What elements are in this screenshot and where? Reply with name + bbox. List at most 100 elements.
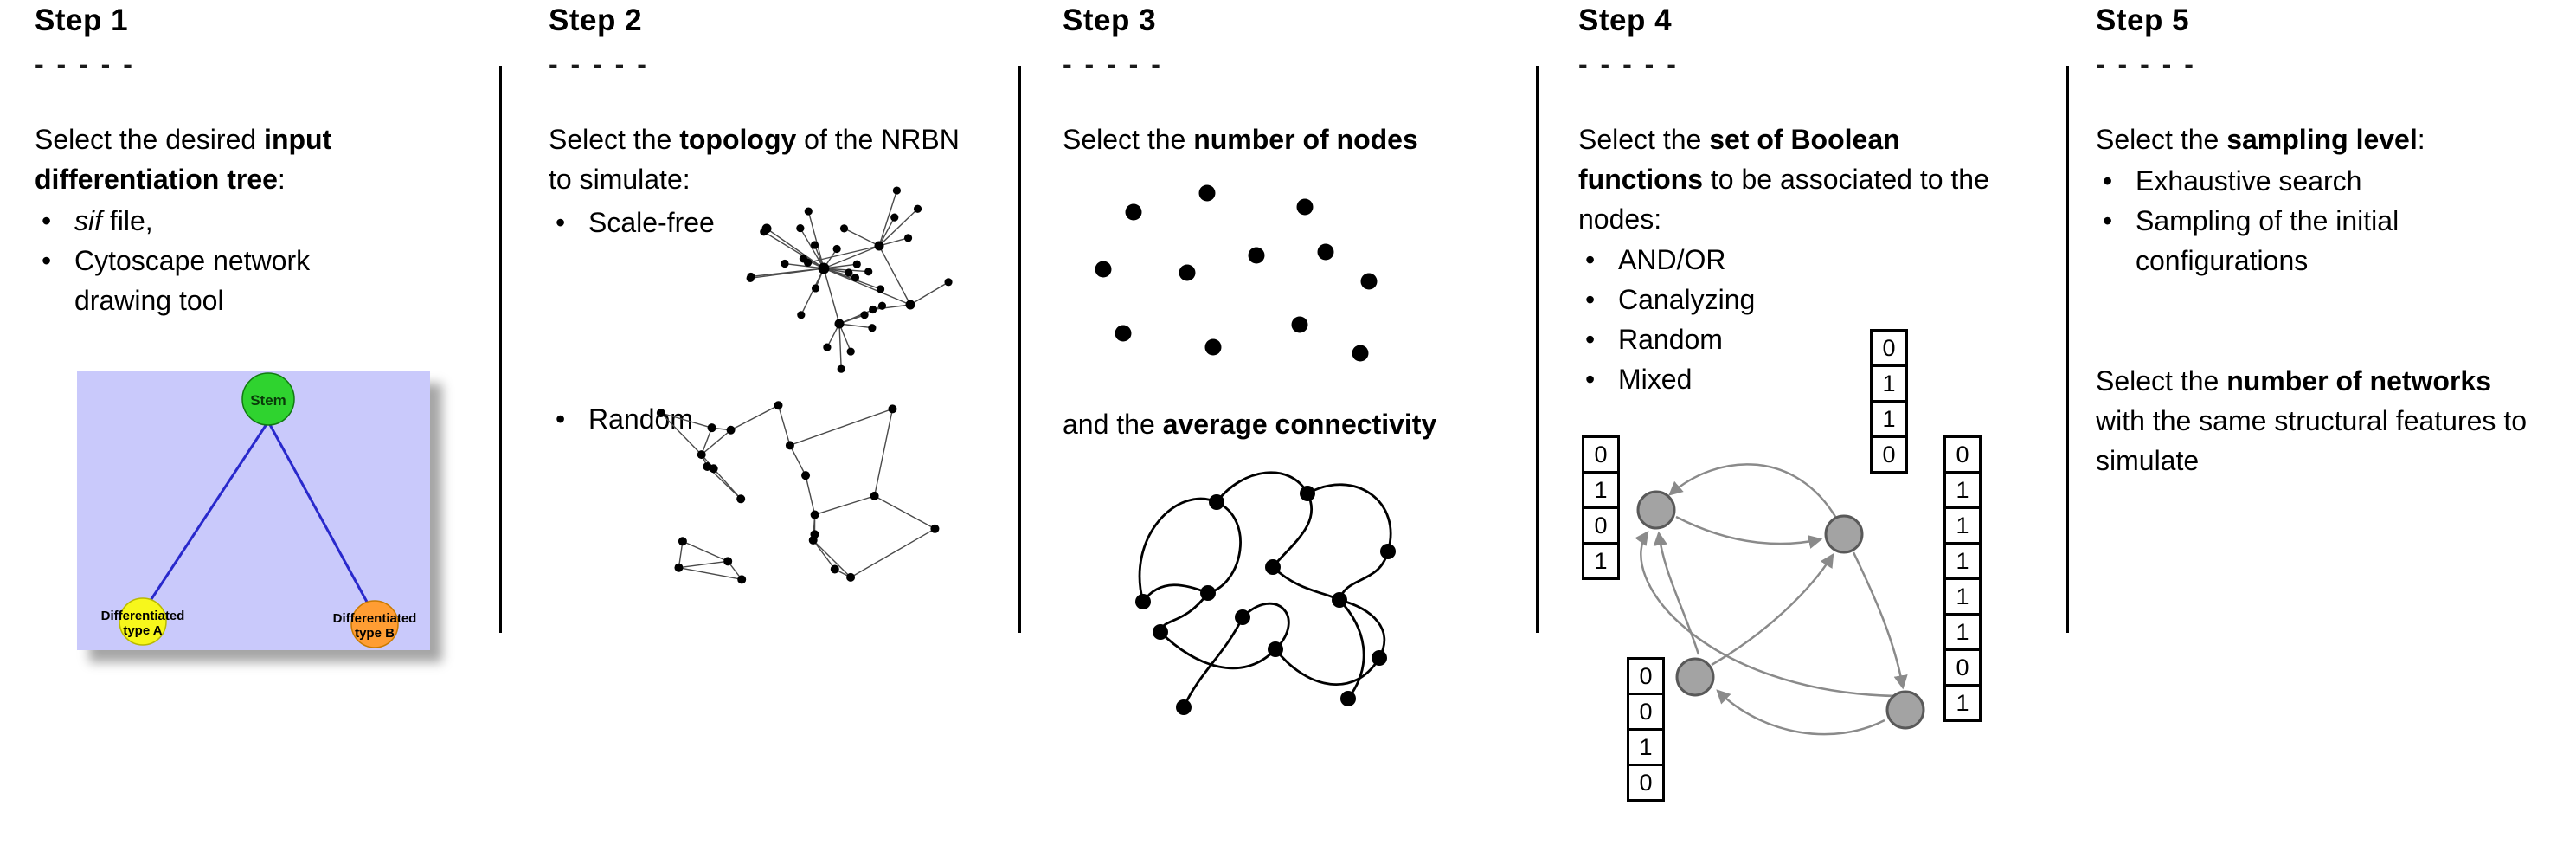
edge-arrow — [1716, 689, 1885, 736]
intro-bold: sampling level — [2226, 124, 2418, 155]
step-2-intro: Select the topology of the NRBN to simul… — [549, 119, 964, 199]
step-3-intro-2: and the average connectivity — [1063, 404, 1547, 444]
step-2-column: Step 2 - - - - - Select the topology of … — [549, 0, 1016, 851]
connectivity-network-illustration — [1113, 455, 1435, 727]
edge-arrow — [1635, 531, 1898, 698]
truth-table-cell: 0 — [1943, 648, 1982, 687]
intro-bold: average connectivity — [1162, 409, 1437, 440]
truth-table-cell: 1 — [1870, 400, 1908, 438]
network-node — [1824, 514, 1864, 554]
bullet-cytoscape: Cytoscape network drawing tool — [35, 241, 363, 320]
edge-arrow — [1852, 551, 1908, 690]
column-divider-4 — [2066, 66, 2069, 633]
bullet-text: Canalyzing — [1618, 284, 1756, 315]
column-divider-2 — [1018, 66, 1021, 633]
type-a-node — [119, 597, 167, 646]
step-5-underline: - - - - - — [2096, 48, 2196, 80]
step-5-column: Step 5 - - - - - Select the sampling lev… — [2096, 0, 2554, 851]
truth-table-cell: 0 — [1627, 764, 1665, 802]
step-5-intro: Select the sampling level: — [2096, 119, 2528, 159]
edge-arrow — [1653, 531, 1700, 655]
truth-table-cell: 1 — [1943, 506, 1982, 545]
step-4-intro: Select the set of Boolean functions to b… — [1578, 119, 1994, 239]
truth-table-cell: 1 — [1582, 542, 1620, 580]
column-divider-1 — [499, 66, 502, 633]
stem-label: Stem — [250, 392, 286, 409]
edge-arrow — [1668, 463, 1839, 520]
intro-post: to be associated to the nodes: — [1578, 164, 1989, 235]
edge-arrow — [1675, 515, 1823, 549]
truth-table-cell: 0 — [1627, 657, 1665, 695]
truth-table-cell: 1 — [1943, 577, 1982, 616]
bullet-sampling-initial-configurations: Sampling of the initial configurations — [2096, 201, 2468, 280]
bullet-text: Mixed — [1618, 364, 1693, 395]
step-5-header: Step 5 — [2096, 3, 2190, 37]
intro-bold: topology — [679, 124, 797, 155]
type-a-label-line2: type A — [123, 623, 162, 638]
truth-table-cell: 1 — [1943, 684, 1982, 722]
truth-table-cell: 0 — [1943, 435, 1982, 474]
bullet-and-or: AND/OR — [1578, 240, 1924, 280]
bullet-text: Scale-free — [588, 207, 715, 238]
bullet-text: Exhaustive search — [2136, 165, 2362, 197]
intro-pre: Select the — [1063, 124, 1194, 155]
intro-bold: set of Boolean functions — [1578, 124, 1900, 195]
type-b-label-line2: type B — [355, 626, 395, 641]
bullet-italic: sif — [74, 205, 102, 236]
truth-table-cell: 0 — [1870, 435, 1908, 474]
intro-bold: number of networks — [2226, 365, 2492, 396]
truth-table-cell: 0 — [1627, 693, 1665, 731]
bullet-scale-free: Scale-free — [549, 203, 860, 242]
intro-pre: Select the — [2096, 124, 2227, 155]
column-divider-3 — [1536, 66, 1539, 633]
type-b-label-line1: Differentiated — [333, 611, 417, 626]
bullet-text: Sampling of the initial configurations — [2136, 205, 2399, 276]
step-3-intro: Select the number of nodes — [1063, 119, 1547, 159]
truth-table-cell: 1 — [1943, 613, 1982, 651]
scale-free-network-illustration — [692, 166, 971, 381]
truth-table-cell: 0 — [1582, 506, 1620, 545]
type-b-node — [350, 600, 399, 648]
boolean-network-graph — [1635, 463, 1925, 736]
intro-pre: Select the — [2096, 365, 2227, 396]
truth-table-cell: 1 — [1627, 728, 1665, 766]
truth-table-cell: 1 — [1582, 471, 1620, 509]
step-4-column: Step 4 - - - - - Select the set of Boole… — [1578, 0, 2046, 851]
bullet-random-functions: Random — [1578, 319, 1924, 359]
intro-post: of the NRBN to simulate: — [549, 124, 960, 195]
bullet-exhaustive-search: Exhaustive search — [2096, 161, 2494, 201]
random-network-illustration — [646, 390, 954, 596]
differentiation-tree-panel: Stem Differentiated type A Differentiate… — [77, 371, 430, 650]
intro-pre: Select the — [549, 124, 680, 155]
intro-bold: number of nodes — [1193, 124, 1418, 155]
step-1-header: Step 1 — [35, 3, 129, 37]
intro-pre: Select the desired — [35, 124, 265, 155]
tree-edge-left — [148, 421, 270, 603]
truth-table-cell: 0 — [1582, 435, 1620, 474]
truth-table-cell: 1 — [1870, 364, 1908, 403]
differentiation-tree-graphic: Stem Differentiated type A Differentiate… — [77, 371, 430, 650]
bullet-mixed: Mixed — [1578, 359, 1924, 399]
step-4-underline: - - - - - — [1578, 48, 1679, 80]
edge-arrow — [1711, 552, 1834, 667]
network-node — [1636, 490, 1676, 530]
intro-pre: Select the — [1578, 124, 1710, 155]
step-5-intro-2: Select the number of networks with the s… — [2096, 361, 2528, 480]
step-1-underline: - - - - - — [35, 48, 135, 80]
truth-table-cell: 1 — [1943, 471, 1982, 509]
network-node — [1675, 657, 1715, 697]
intro-pre: and the — [1063, 409, 1163, 440]
intro-post: : — [277, 164, 286, 195]
node-scatter-illustration — [1082, 176, 1384, 399]
bullet-text: Random — [588, 403, 693, 435]
bullet-text: file, — [102, 205, 153, 236]
step-3-underline: - - - - - — [1063, 48, 1163, 80]
step-1-column: Step 1 - - - - - Select the desired inpu… — [35, 0, 472, 851]
network-node — [1885, 690, 1925, 730]
bullet-canalyzing: Canalyzing — [1578, 280, 1924, 319]
stem-node — [241, 372, 295, 426]
